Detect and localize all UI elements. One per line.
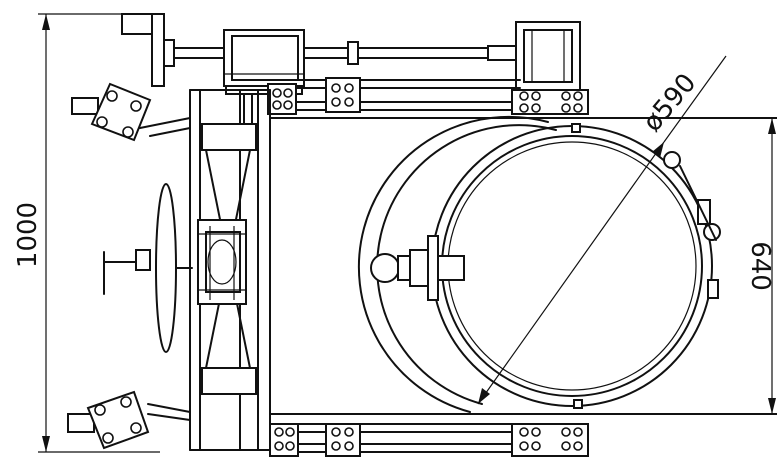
clamp-arm-top-left (71, 82, 191, 142)
dimension-label-1000: 1000 (13, 202, 43, 268)
handwheel (103, 183, 193, 353)
carriage (197, 123, 257, 395)
top-hanger-bracket (121, 13, 175, 87)
top-bolt-plates (267, 77, 589, 115)
drive-motor (223, 29, 305, 136)
gear-motor-top-right (515, 21, 581, 91)
dimension-640: 640 (745, 118, 776, 414)
bottom-rails (269, 413, 777, 453)
locking-knob (370, 235, 465, 301)
clamp-arm-bottom-left (67, 390, 191, 450)
bottom-bolt-plates (269, 423, 589, 457)
dimension-1000: 1000 (13, 13, 160, 453)
dimension-label-640: 640 (745, 241, 775, 291)
